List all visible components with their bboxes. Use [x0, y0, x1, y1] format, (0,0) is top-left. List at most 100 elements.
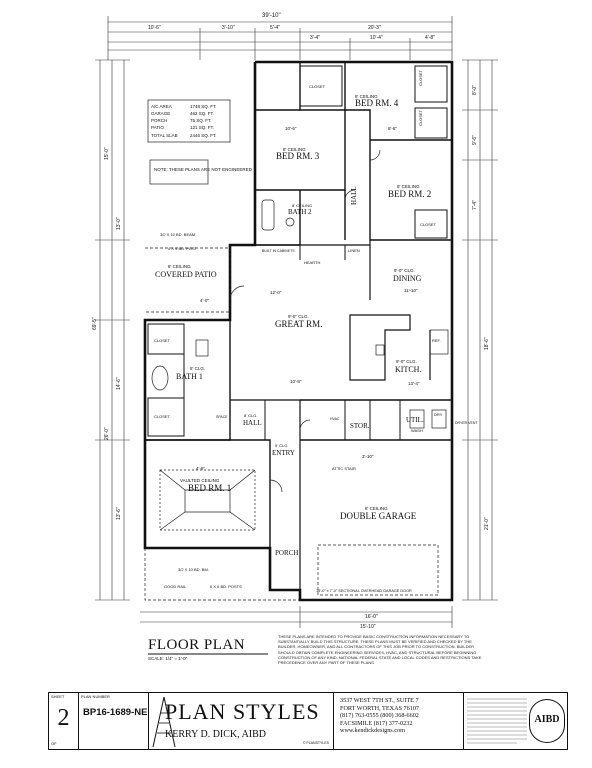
bed2-name: BED RM. 2 [388, 189, 431, 199]
sheet-label: SHEET [51, 694, 65, 699]
bed4-name: BED RM. 4 [355, 98, 399, 108]
garage-ceiling: 8' CEILING [365, 506, 388, 511]
brand-name: PLAN STYLES [165, 699, 320, 724]
great-rm-ceiling: 9'-0" CLG. [288, 314, 309, 319]
linen-label: LINEN [348, 248, 360, 253]
left-dimension-lines [95, 59, 130, 601]
dim-misc-1: 10'-6" [285, 126, 297, 131]
dining-ceiling: 9'-0" CLG. [394, 268, 415, 273]
address-line: (817) 763-0555 (800) 368-6602 [340, 712, 419, 720]
floor-plan-scale: SCALE: 1/4" = 1'-0" [148, 656, 188, 661]
dry-label: DRY [434, 412, 443, 417]
porch-beam-label: 3/2 X 10 BD. BM. [178, 567, 209, 572]
bath2-ceiling: 8' CEILING [292, 203, 312, 208]
address-line: FACSIMILE (817) 377-0232 [340, 719, 413, 727]
designer-name: KERRY D. DICK, AIBD [165, 729, 267, 740]
closet-bed3-label: CLOSET [309, 84, 326, 89]
bed1-ceiling: VAULTED CEILING [180, 478, 220, 483]
attic-stair-label: ATTIC STAIR [332, 466, 356, 471]
dim-left-5: 13'-6" [116, 507, 122, 520]
dim-top2-3: 4'-8" [425, 35, 435, 41]
plan-number-label: PLAN NUMBER [81, 694, 110, 699]
garage-name: DOUBLE GARAGE [340, 511, 417, 521]
bath1-name: BATH 1 [176, 372, 203, 381]
hall-upper: HALL [350, 186, 358, 205]
area-table-box [147, 99, 231, 143]
area-row-label: PATIO [151, 125, 164, 130]
patio-beam-label: 3/2 X 10 BD. BEAM [160, 232, 195, 237]
plan-styles-logo-icon [152, 696, 176, 748]
porch-name: PORCH [275, 549, 298, 557]
dim-misc-3: 4'-0" [200, 298, 209, 303]
space-label: SPACE [216, 415, 228, 419]
dim-misc-9: 3'-10" [362, 454, 374, 459]
bed4-ceiling: 8' CEILING [355, 94, 378, 99]
dim-top-1: 10'-6" [148, 25, 161, 31]
dim-right-2: 9'-6" [472, 135, 478, 145]
ref-label: REF. [432, 338, 441, 343]
address-line: FORT WORTH, TEXAS 76107 [340, 704, 420, 712]
dryer-vent-label: DRYER VENT [455, 421, 478, 425]
top-dimension-lines [107, 16, 453, 60]
area-table: A/C AREA 1748 SQ. FT. GARAGE 462 SQ. FT.… [151, 104, 217, 138]
entry-ceiling: 9' CLG. [275, 443, 288, 448]
patio-ceiling: 8' CEILING [168, 264, 191, 269]
bed2-ceiling: 8' CEILING [397, 184, 420, 189]
closet-bed2-label: CLOSET [420, 222, 437, 227]
aibd-seal-text: AIBD [534, 714, 560, 725]
address-line: www.kendickdesigns.com [340, 727, 405, 735]
patio-post-label: 4 X 4 BD. POST [168, 246, 198, 251]
dim-top-4: 20'-3" [368, 25, 381, 31]
area-row-value: 2446 SQ. FT. [190, 133, 217, 138]
fine-print-lines [467, 698, 527, 744]
bed3-name: BED RM. 3 [276, 151, 320, 161]
good-rail-label: GOOD RAIL [164, 584, 187, 589]
sheet-of-label: OF [51, 741, 57, 746]
area-row-value: 121 SQ. FT. [190, 125, 214, 130]
seal-cell: AIBD [464, 693, 569, 749]
hvac-label: HVAC [330, 417, 340, 421]
closet-bed4b-label: CLOSET [418, 109, 423, 126]
bath2-name: BATH 2 [288, 208, 312, 216]
area-row-value: 462 SQ. FT. [190, 111, 214, 116]
dim-left-1: 15'-0" [104, 147, 110, 160]
dim-misc-4: 12'-0" [270, 290, 282, 295]
dim-misc-8: 4'-6" [196, 466, 205, 471]
sheet-number: 2 [57, 705, 70, 731]
address-block: 3537 WEST 7TH ST., SUITE 7 FORT WORTH, T… [340, 697, 419, 735]
dining-name: DINING [393, 274, 422, 283]
dim-top2-2: 10'-4" [370, 35, 383, 41]
copyright-mark: © PLANSTYLES [302, 741, 329, 745]
area-row-label: PORCH [151, 118, 167, 123]
dim-bottom-2: 15'-10" [360, 624, 376, 630]
dim-left-2: 13'-0" [116, 217, 122, 230]
dim-misc-7: 10'-8" [290, 379, 302, 384]
garage-door-label: 16'-0" x 7'-0" SECTIONAL OVERHEAD GARAGE… [316, 589, 412, 593]
util-name: UTIL. [406, 416, 424, 424]
bath1-ceiling: 8' CLG. [190, 366, 205, 371]
dim-left-4: 26'-0" [104, 427, 110, 440]
wash-label: WASH [411, 428, 423, 433]
dim-overall-width: 39'-10" [262, 13, 281, 19]
closet-bed4a-label: CLOSET [418, 69, 423, 86]
closet-bath1-label: CLOSET [154, 338, 171, 343]
great-rm-name: GREAT RM. [275, 319, 322, 329]
note-box-text: NOTE: THESE PLANS ARE NOT ENGINEERED [154, 167, 253, 172]
dim-misc-2: 8'-6" [388, 126, 397, 131]
interior-walls [145, 62, 452, 596]
dim-left-3: 14'-6" [116, 377, 122, 390]
entry-name: ENTRY [272, 449, 295, 457]
area-row-value: 75 SQ. FT. [190, 118, 212, 123]
area-row-label: TOTAL SLAB [151, 133, 178, 138]
dim-right-3: 7'-4" [472, 200, 478, 210]
porch-posts-label: 6 X 6 BD. POSTS [210, 584, 242, 589]
right-dimension-lines [462, 59, 498, 601]
floor-plan-title: FLOOR PLAN [148, 637, 246, 653]
area-row-value: 1748 SQ. FT. [190, 104, 217, 109]
title-block: SHEET 2 OF PLAN NUMBER BP16-1689-NE PLAN… [48, 692, 568, 750]
dim-right-5: 21'-0" [484, 517, 490, 530]
area-row-label: A/C AREA [151, 104, 172, 109]
dim-top-3: 5'-4" [270, 25, 280, 31]
dim-right-4: 18'-6" [484, 337, 490, 350]
